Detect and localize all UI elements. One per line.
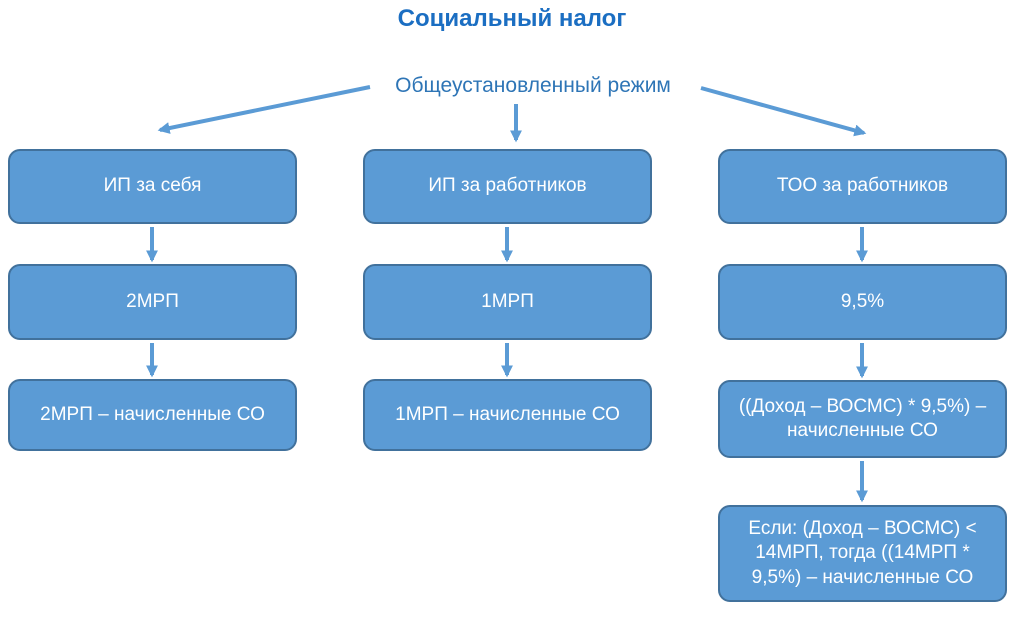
node-ip-workers-formula: 1МРП – начисленные СО (363, 379, 652, 451)
node-too-workers: ТОО за работников (718, 149, 1007, 224)
node-ip-self: ИП за себя (8, 149, 297, 224)
node-ip-self-formula: 2МРП – начисленные СО (8, 379, 297, 451)
diagram-title: Социальный налог (397, 5, 627, 32)
node-ip-workers: ИП за работников (363, 149, 652, 224)
connector-root-to-col3 (700, 86, 867, 137)
node-ip-workers-rate: 1МРП (363, 264, 652, 340)
node-ip-self-rate: 2МРП (8, 264, 297, 340)
node-too-workers-condition: Если: (Доход – ВОСМС) < 14МРП, тогда ((1… (718, 505, 1007, 602)
node-too-workers-formula: ((Доход – ВОСМС) * 9,5%) – начисленные С… (718, 380, 1007, 458)
connector-root-to-col1 (157, 85, 371, 134)
root-node-label: Общеустановленный режим (395, 74, 671, 97)
node-too-workers-rate: 9,5% (718, 264, 1007, 340)
